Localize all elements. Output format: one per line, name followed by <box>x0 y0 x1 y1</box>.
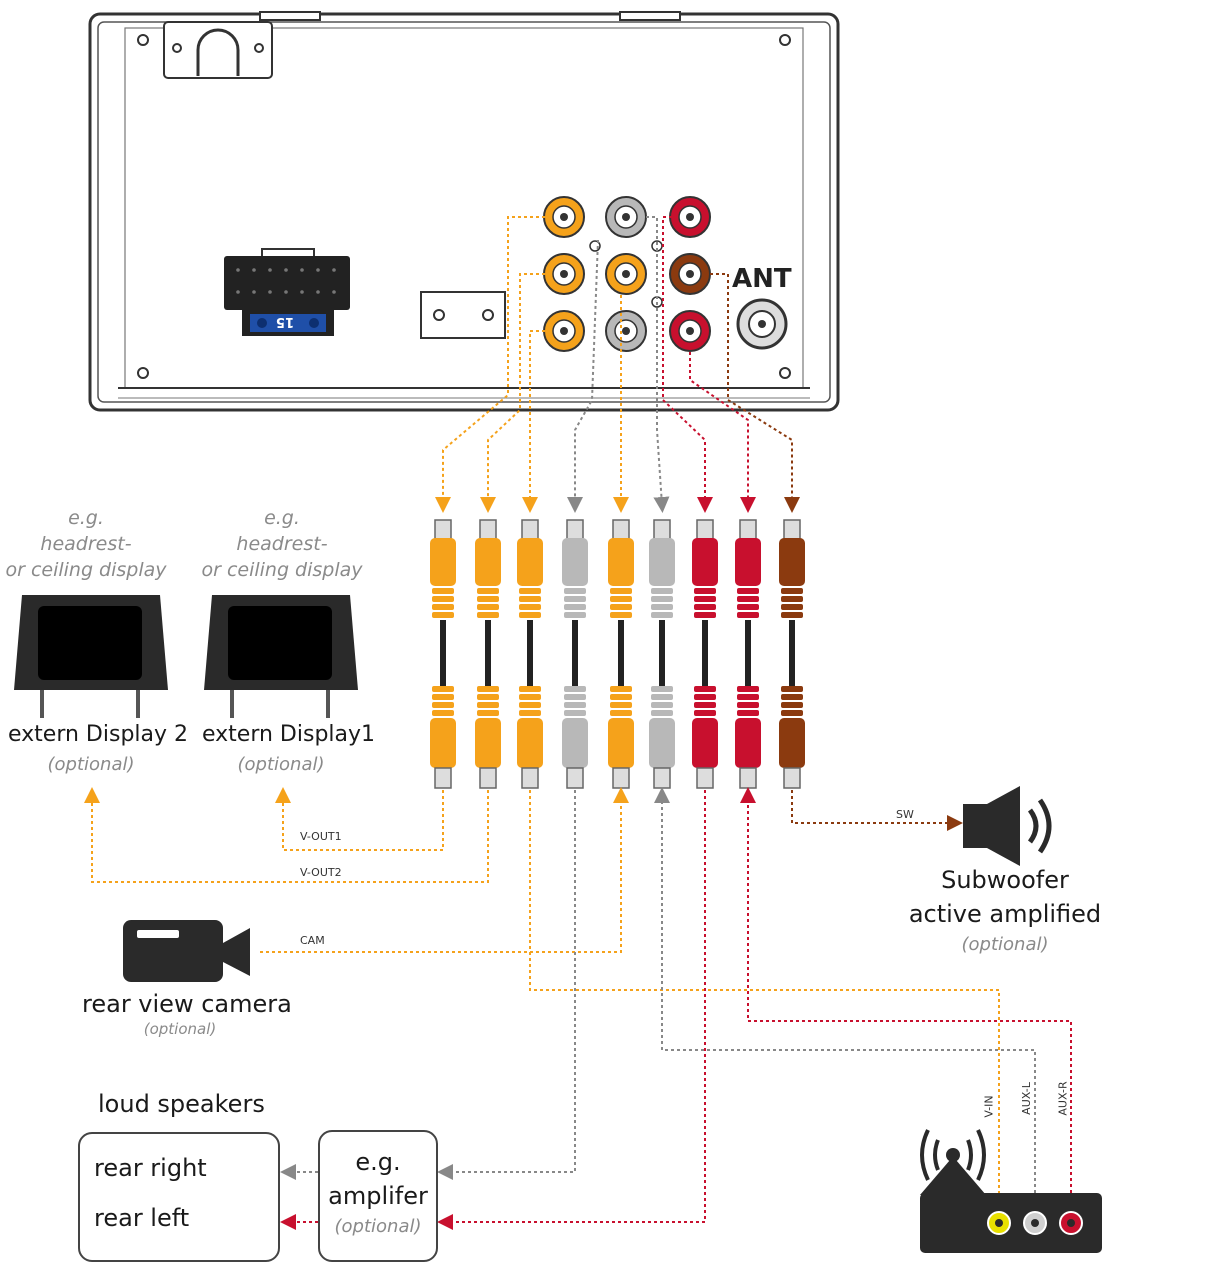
display-2-eg-line3: or ceiling display <box>5 559 167 581</box>
v-in-label: V-IN <box>982 1095 996 1118</box>
subwoofer-speaker-icon <box>963 786 1052 866</box>
extern-display-2-icon <box>14 595 168 718</box>
v-out2-label: V-OUT2 <box>300 866 342 879</box>
rear-right-label: rear right <box>94 1154 207 1182</box>
rca-cable-white <box>649 519 675 789</box>
display-1-eg: e.g. headrest- or ceiling display <box>196 505 368 583</box>
lower-wires <box>84 787 1072 1230</box>
aux-source-device-icon <box>920 1129 1102 1253</box>
loud-speakers-title: loud speakers <box>98 1090 265 1118</box>
v-out1-label: V-OUT1 <box>300 830 342 843</box>
aux-r-label: AUX-R <box>1056 1081 1070 1116</box>
subwoofer-title: Subwoofer <box>941 866 1069 894</box>
antenna-jack <box>736 298 788 350</box>
display-2-name: extern Display 2 <box>8 722 189 747</box>
amplifier-eg: e.g. <box>355 1148 401 1176</box>
rca-cable-red <box>692 519 718 789</box>
subwoofer-subtitle: active amplified <box>908 900 1102 928</box>
rca-cable-yellow <box>430 519 456 789</box>
amplifier-name: amplifer <box>328 1182 428 1210</box>
rca-cable-set <box>430 519 805 789</box>
connector-pin-label: 15 <box>276 314 295 329</box>
sw-label: SW <box>896 808 914 821</box>
display-2-eg-line2: headrest- <box>40 533 132 555</box>
amplifier-optional: (optional) <box>334 1216 422 1237</box>
display-1-optional: (optional) <box>237 754 325 775</box>
antenna-label: ANT <box>732 264 792 294</box>
camera-name: rear view camera <box>82 990 292 1018</box>
subwoofer-optional: (optional) <box>961 934 1049 955</box>
rca-cable-brown <box>779 519 805 789</box>
camera-icon <box>123 920 250 982</box>
rca-cable-yellow <box>475 519 501 789</box>
rca-cable-yellow <box>608 519 634 789</box>
rca-cable-white <box>562 519 588 789</box>
rca-cable-yellow <box>517 519 543 789</box>
cam-label: CAM <box>300 934 325 947</box>
aux-l-label: AUX-L <box>1019 1082 1033 1115</box>
rca-jack-panel <box>543 196 711 352</box>
display-2-eg-line1: e.g. <box>68 507 104 529</box>
upper-wires <box>435 216 800 513</box>
display-2-optional: (optional) <box>47 754 135 775</box>
iso-connector <box>224 248 350 336</box>
rca-cable-red <box>735 519 761 789</box>
loud-speakers-box: rear right rear left <box>78 1132 280 1262</box>
display-1-eg-line1: e.g. <box>264 507 300 529</box>
display-1-eg-line2: headrest- <box>236 533 328 555</box>
amplifier-box: e.g. amplifer (optional) <box>318 1130 438 1262</box>
rear-left-label: rear left <box>94 1204 190 1232</box>
camera-optional: (optional) <box>143 1020 217 1038</box>
display-1-name: extern Display1 <box>202 722 376 747</box>
display-2-eg: e.g. headrest- or ceiling display <box>0 505 172 583</box>
display-1-eg-line3: or ceiling display <box>201 559 363 581</box>
head-unit <box>88 11 840 412</box>
extern-display-1-icon <box>204 595 358 718</box>
